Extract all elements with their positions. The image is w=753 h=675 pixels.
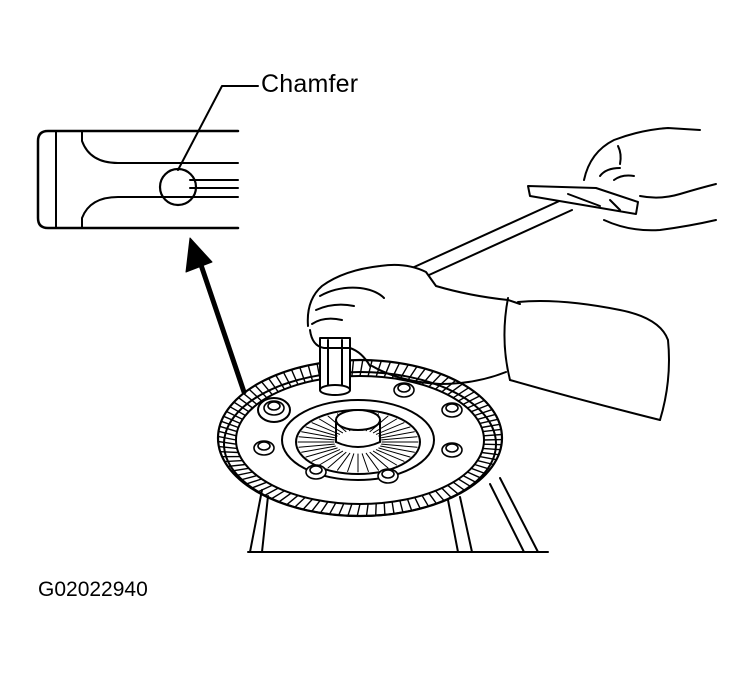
center-shaft bbox=[335, 409, 381, 448]
right-hand bbox=[583, 127, 717, 232]
bolt-head bbox=[263, 400, 285, 416]
bolt-head bbox=[253, 440, 275, 456]
bolt-head bbox=[393, 382, 415, 398]
socket-tool bbox=[319, 337, 351, 396]
bolt-head bbox=[441, 442, 463, 458]
ring-gear bbox=[216, 358, 504, 518]
chamfer-location-marker bbox=[257, 397, 291, 423]
figure-code: G02022940 bbox=[38, 578, 148, 601]
chamfer-label: Chamfer bbox=[261, 70, 359, 98]
bolt-head bbox=[441, 402, 463, 418]
ring-gear-bolts bbox=[253, 380, 463, 484]
chamfer-leader-line bbox=[177, 85, 259, 171]
differential-case bbox=[247, 477, 549, 553]
left-hand bbox=[306, 263, 670, 421]
torque-wrench bbox=[411, 185, 639, 281]
direction-arrow bbox=[185, 237, 247, 395]
gear-teeth bbox=[217, 359, 503, 517]
chamfer-detail-inset bbox=[36, 129, 240, 230]
bolt-head bbox=[305, 464, 327, 480]
bolt-head bbox=[377, 468, 399, 484]
